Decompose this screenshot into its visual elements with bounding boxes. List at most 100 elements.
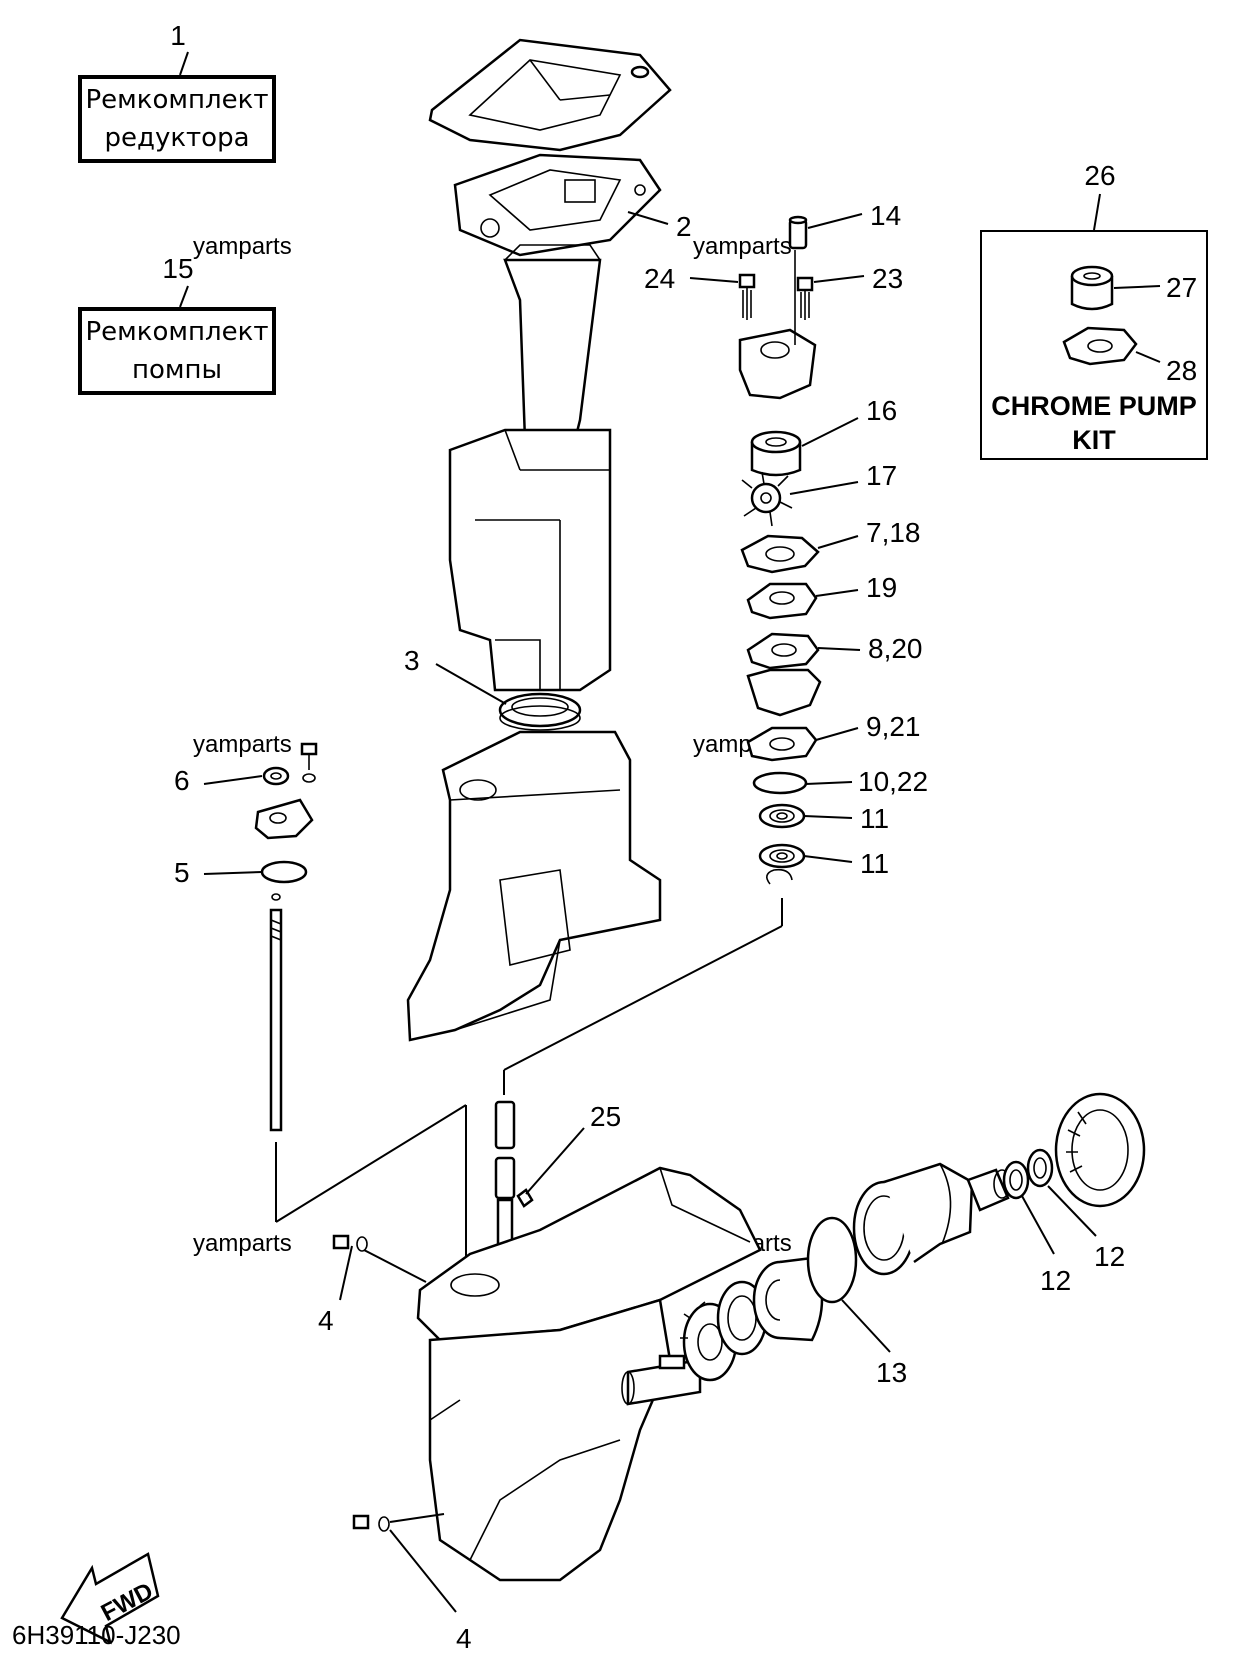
gear-kit-line1: Ремкомплект — [85, 85, 269, 115]
label-16[interactable]: 16 — [866, 395, 897, 426]
label-13[interactable]: 13 — [876, 1357, 907, 1388]
part-12-seal-a — [1002, 1160, 1030, 1200]
part-11-seal-b — [758, 843, 806, 869]
leader-23 — [813, 275, 865, 283]
bearing-housing — [852, 1162, 974, 1276]
label-9-21[interactable]: 9,21 — [866, 711, 921, 742]
part-19-plate — [746, 582, 818, 620]
label-2[interactable]: 2 — [676, 211, 692, 242]
label-11a[interactable]: 11 — [860, 803, 889, 834]
label-10-22[interactable]: 10,22 — [858, 766, 928, 797]
ref-plug-upper — [363, 1249, 427, 1283]
part-10-22-oring — [752, 771, 808, 795]
leader-12b — [1021, 1195, 1055, 1255]
part-4-plug-lower — [352, 1514, 390, 1532]
label-12b[interactable]: 12 — [1040, 1265, 1071, 1296]
label-23[interactable]: 23 — [872, 263, 903, 294]
gearcase — [416, 1166, 762, 1582]
label-25[interactable]: 25 — [590, 1101, 621, 1132]
shift-rod-bracket — [254, 798, 314, 840]
label-15[interactable]: 15 — [162, 253, 193, 284]
leader-19 — [815, 589, 859, 597]
part-8-20-plate — [746, 632, 820, 670]
part-4-plug-upper — [332, 1234, 368, 1252]
gear-kit-line2: редуктора — [104, 123, 250, 153]
part-17-impeller — [741, 471, 793, 527]
label-28[interactable]: 28 — [1166, 355, 1197, 386]
part-13-oring — [806, 1216, 858, 1304]
chrome-kit-title-line1: CHROME PUMP — [991, 391, 1197, 421]
part-25-key — [516, 1188, 534, 1208]
leader-1 — [179, 51, 189, 76]
pump-kit-box[interactable]: Ремкомплект помпы — [78, 307, 276, 395]
part-6-grommet — [262, 766, 290, 786]
label-14[interactable]: 14 — [870, 200, 901, 231]
part-23-bolt — [796, 276, 814, 320]
label-4a[interactable]: 4 — [318, 1305, 334, 1336]
upper-casing — [448, 244, 612, 692]
shaft-housing-cap — [1054, 1092, 1146, 1208]
leader-11a — [803, 815, 853, 819]
label-11b[interactable]: 11 — [860, 848, 889, 879]
leader-24 — [689, 277, 739, 283]
leader-9-21 — [815, 727, 859, 741]
label-19[interactable]: 19 — [866, 572, 897, 603]
leader-6 — [203, 775, 263, 785]
leader-5 — [203, 871, 263, 875]
lower-casing — [406, 730, 662, 1042]
label-26[interactable]: 26 — [1084, 160, 1115, 191]
pump-base — [746, 668, 822, 717]
leader-2 — [627, 211, 669, 225]
leader-7-18 — [817, 535, 859, 549]
part-5-oring — [260, 860, 308, 884]
label-4b[interactable]: 4 — [456, 1623, 472, 1654]
part-24-bolt — [738, 273, 756, 320]
leader-13 — [841, 1299, 891, 1353]
part-16-insert — [750, 430, 802, 477]
leader-3 — [435, 663, 507, 705]
leader-12a — [1047, 1185, 1097, 1237]
watermark-1: yamparts — [193, 233, 292, 260]
leader-27 — [1113, 285, 1161, 289]
gear-kit-box[interactable]: Ремкомплект редуктора — [78, 75, 276, 163]
label-8-20[interactable]: 8,20 — [868, 633, 923, 664]
label-3[interactable]: 3 — [404, 645, 420, 676]
label-6[interactable]: 6 — [174, 765, 190, 796]
pump-kit-line1: Ремкомплект — [85, 317, 269, 347]
ref-plug-lower — [389, 1513, 445, 1523]
shift-rod — [269, 893, 283, 1132]
part-12-seal-b — [1026, 1148, 1054, 1188]
label-27[interactable]: 27 — [1166, 272, 1197, 303]
part-27-insert — [1070, 265, 1114, 311]
part-14-sleeve — [788, 215, 808, 250]
leader-8-20 — [817, 647, 861, 651]
drawing-code: 6H39110-J230 — [12, 1620, 181, 1650]
leader-26 — [1093, 193, 1101, 231]
pump-housing — [738, 250, 817, 400]
top-cover-plate — [428, 38, 672, 152]
leader-4b — [389, 1529, 457, 1613]
part-11-seal-a — [758, 803, 806, 829]
label-17[interactable]: 17 — [866, 460, 897, 491]
rubber-seal-3 — [498, 692, 582, 731]
circlip — [766, 868, 793, 885]
part-28-plate — [1062, 326, 1138, 366]
leader-16 — [801, 417, 859, 447]
label-1[interactable]: 1 — [170, 20, 186, 51]
leader-17 — [789, 481, 859, 495]
label-7-18[interactable]: 7,18 — [866, 517, 921, 548]
label-12a[interactable]: 12 — [1094, 1241, 1125, 1272]
gasket-2 — [453, 153, 662, 257]
chrome-kit-title-line2: KIT — [1072, 425, 1116, 455]
ref-line-left-2 — [275, 1104, 467, 1223]
pump-kit-line2: помпы — [131, 355, 223, 385]
shift-bolt — [300, 742, 318, 783]
leader-4a — [339, 1245, 353, 1301]
leader-14 — [807, 213, 863, 229]
watermark-2: yamparts — [693, 233, 792, 260]
label-24[interactable]: 24 — [644, 263, 675, 294]
leader-11b — [803, 855, 853, 863]
label-5[interactable]: 5 — [174, 857, 190, 888]
leader-25 — [525, 1127, 585, 1195]
